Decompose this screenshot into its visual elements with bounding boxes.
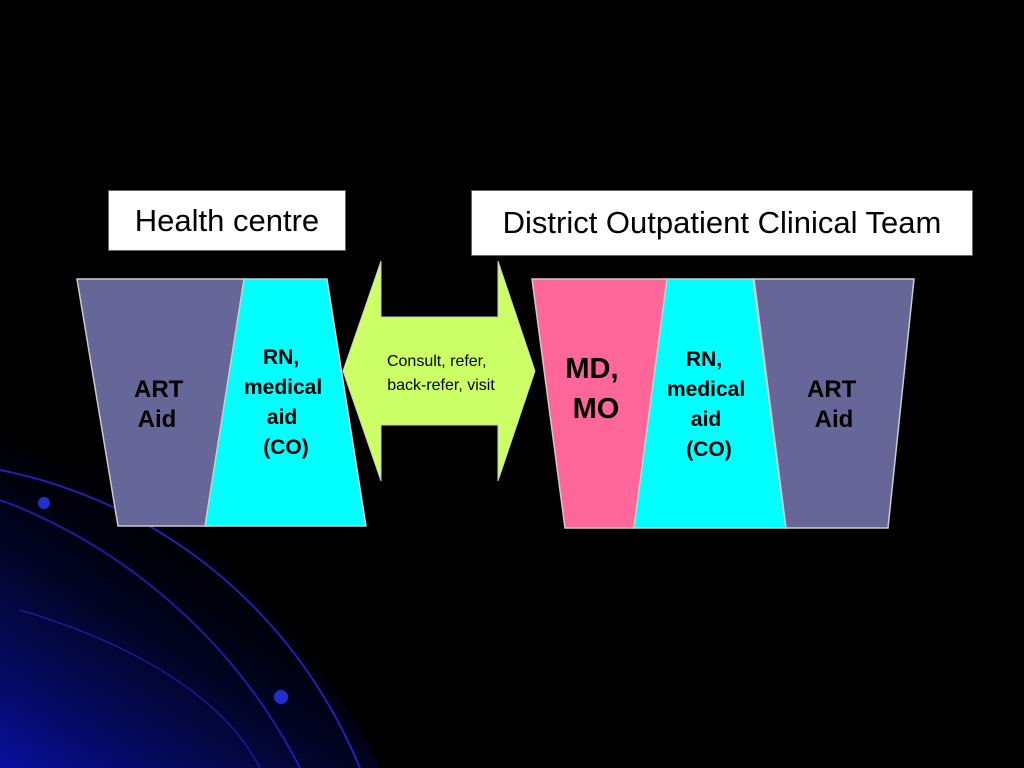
hc-art-aid-label: ART Aid [134,376,190,433]
dt-md-label: MD, MO [565,353,626,425]
consult-arrow: Consult, refer, back-refer, visit [342,260,536,482]
health-centre-title: Health centre [108,190,346,251]
hc-rn-label: RN, medical aid (CO) [244,346,328,459]
double-arrow-shape [342,260,536,482]
dt-art-aid-label: ART Aid [807,376,863,433]
hc-rn-shape [204,278,367,527]
dt-rn-label: RN, medical aid (CO) [667,348,751,461]
district-team-title: District Outpatient Clinical Team [471,190,973,256]
background-decoration [0,440,380,768]
arrow-label: Consult, refer, back-refer, visit [387,353,495,394]
dt-art-aid-shape [753,278,915,529]
district-team-group: MD, MO RN, medical aid (CO) ART Aid [531,278,915,529]
health-centre-group: ART Aid RN, medical aid (CO) [76,278,367,527]
